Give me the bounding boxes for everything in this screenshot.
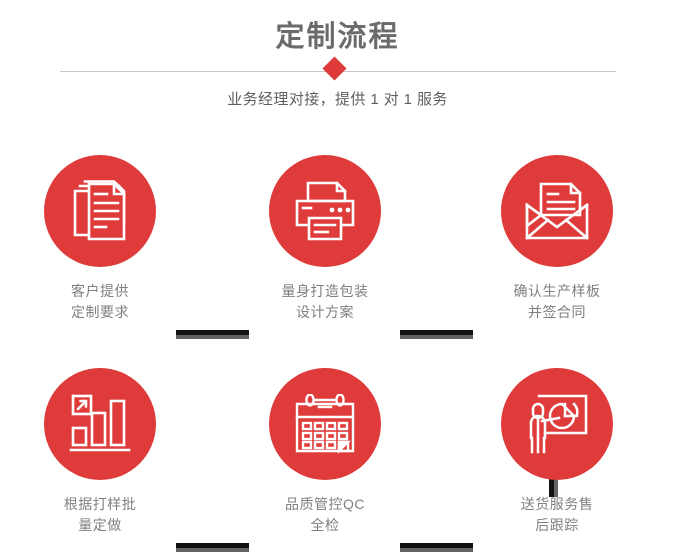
bar-chart-growth-icon [69, 394, 131, 454]
step-1-icon-circle [44, 155, 156, 267]
calendar-check-icon [293, 394, 357, 454]
envelope-document-icon [524, 181, 590, 241]
step-2-label: 量身打造包装 设计方案 [281, 283, 369, 320]
header: 定制流程 业务经理对接，提供 1 对 1 服务 [0, 0, 675, 125]
step-3-label: 确认生产样板 并签合同 [513, 283, 601, 320]
step-3-icon-circle [501, 155, 613, 267]
step-6-label: 送货服务售 后跟踪 [520, 496, 594, 533]
printer-icon [292, 180, 358, 242]
step-4-label: 根据打样批 量定做 [63, 496, 137, 533]
connector-step4-step5 [176, 543, 249, 552]
step-3[interactable]: 确认生产样板 并签合同 [477, 155, 637, 323]
diamond-icon [322, 56, 347, 81]
step-4[interactable]: 根据打样批 量定做 [20, 368, 180, 536]
connector-step5-step6 [400, 543, 473, 552]
step-5[interactable]: 品质管控QC 全检 [245, 368, 405, 536]
step-1[interactable]: 客户提供 定制要求 [20, 155, 180, 323]
step-2-icon-circle [269, 155, 381, 267]
step-1-label: 客户提供 定制要求 [71, 283, 129, 320]
step-6[interactable]: 送货服务售 后跟踪 [477, 368, 637, 536]
step-2[interactable]: 量身打造包装 设计方案 [245, 155, 405, 323]
step-5-icon-circle [269, 368, 381, 480]
documents-icon [68, 179, 132, 243]
connector-step2-step3 [400, 330, 473, 339]
header-subtitle: 业务经理对接，提供 1 对 1 服务 [227, 91, 448, 108]
steps-container: 客户提供 定制要求 [0, 125, 675, 552]
presenter-pie-chart-icon [525, 393, 589, 455]
step-5-label: 品质管控QC 全检 [285, 496, 365, 533]
step-4-icon-circle [44, 368, 156, 480]
step-6-icon-circle [501, 368, 613, 480]
page-title: 定制流程 [275, 21, 400, 53]
connector-step1-step2 [176, 330, 249, 339]
